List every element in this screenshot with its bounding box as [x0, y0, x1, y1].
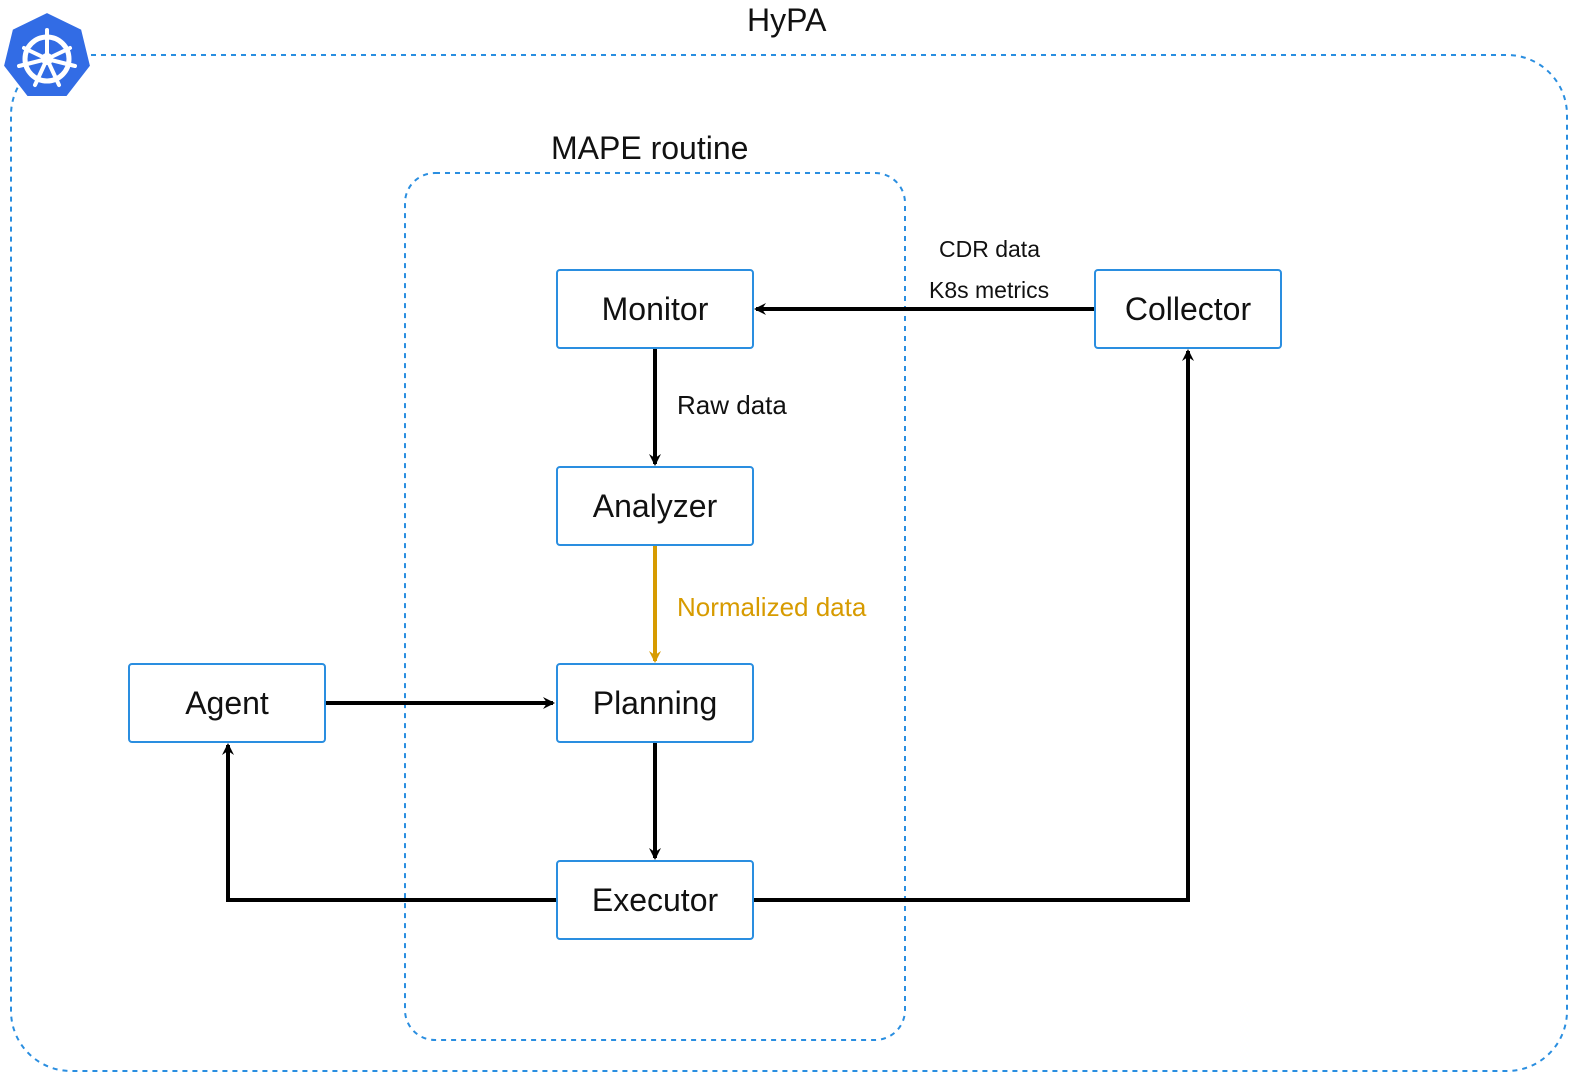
executor-node[interactable]: Executor [556, 860, 754, 940]
hypa-group-title: HyPA [747, 2, 827, 38]
monitor-node[interactable]: Monitor [556, 269, 754, 349]
edge-label-k8s-metrics: K8s metrics [929, 277, 1050, 303]
planning-node[interactable]: Planning [556, 663, 754, 743]
mape-group-border [404, 172, 906, 1041]
collector-node[interactable]: Collector [1094, 269, 1282, 349]
agent-node[interactable]: Agent [128, 663, 326, 743]
mape-group-title: MAPE routine [551, 130, 749, 166]
arrow-executor-to-collector [753, 349, 1194, 902]
analyzer-node[interactable]: Analyzer [556, 466, 754, 546]
edge-label-raw-data: Raw data [677, 390, 787, 420]
edge-label-normalized-data: Normalized data [677, 592, 867, 622]
hypa-group-border [10, 54, 1568, 1072]
arrow-executor-to-agent [222, 743, 556, 902]
kubernetes-helm-icon [1, 10, 93, 98]
edge-label-cdr-data: CDR data [939, 236, 1040, 262]
